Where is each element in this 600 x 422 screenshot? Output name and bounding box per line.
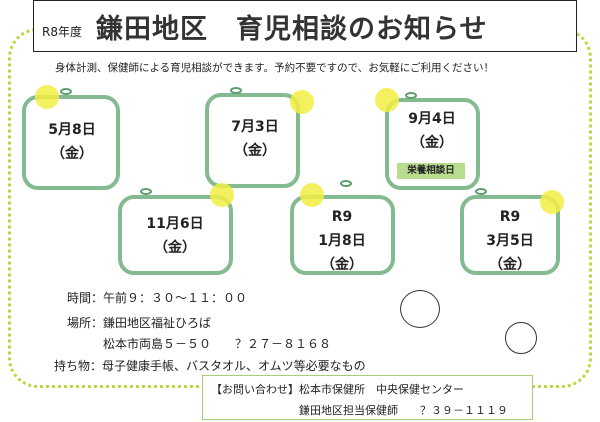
date-text: 5月8日 <box>48 122 96 138</box>
weekday-text: （金） <box>51 146 93 162</box>
date-november: 11月6日 （金） <box>125 212 225 260</box>
address: 松本市両島５－５０ ？２７－８１６８ <box>103 337 332 351</box>
contact-phone: 鎌田地区担当保健師 ？３９－１１１９ <box>299 404 508 417</box>
vine-frame <box>460 195 560 275</box>
vine-frame <box>290 195 395 275</box>
fiscal-year: R8年度 <box>42 24 82 39</box>
date-september: 9月4日 （金） <box>382 107 482 155</box>
intro-text: 身体計測、保健師による育児相談ができます。予約不要ですので、お気軽にご利用くださ… <box>55 62 495 74</box>
weekday-text: （金） <box>154 240 196 256</box>
flower-icon <box>290 90 314 114</box>
date-march: R9 3月5日 （金） <box>460 205 560 277</box>
flower-icon <box>540 190 564 214</box>
title-box: R8年度 鎌田地区 育児相談のお知らせ <box>33 0 577 52</box>
weekday-text: （金） <box>411 135 453 151</box>
leaf-icon <box>405 92 417 99</box>
date-july: 7月3日 （金） <box>205 115 305 163</box>
weekday-text: （金） <box>321 257 363 273</box>
page-title: 鎌田地区 育児相談のお知らせ <box>95 13 488 45</box>
vine-frame <box>22 95 120 190</box>
flower-icon <box>210 183 234 207</box>
place-label: 場所： <box>67 316 104 330</box>
date-text: 9月4日 <box>408 111 456 127</box>
date-text: 7月3日 <box>231 119 279 135</box>
leaf-icon <box>340 180 352 187</box>
date-text: 1月8日 <box>318 233 366 249</box>
items-label: 持ち物： <box>54 359 103 373</box>
weekday-text: （金） <box>489 257 531 273</box>
vine-frame <box>118 195 233 275</box>
vine-frame <box>385 98 480 190</box>
year-text: R9 <box>499 209 521 225</box>
baby-illustration <box>400 290 440 328</box>
contact-line: 【お問い合わせ】松本市保健所 中央保健センター <box>211 383 464 396</box>
leaf-icon <box>475 188 487 195</box>
vine-frame <box>205 93 300 188</box>
leaf-icon <box>60 88 72 95</box>
leaf-icon <box>140 188 152 195</box>
baby-illustration <box>505 322 537 354</box>
weekday-text: （金） <box>234 143 276 159</box>
date-january: R9 1月8日 （金） <box>292 205 392 277</box>
flower-icon <box>375 88 399 112</box>
time-label: 時間： <box>67 291 104 305</box>
place-row: 場所：鎌田地区福祉ひろば <box>67 314 211 331</box>
items-value: 母子健康手帳、バスタオル、オムツ等必要なもの <box>102 359 366 373</box>
flower-icon <box>300 183 324 207</box>
date-text: 11月6日 <box>146 216 204 232</box>
flower-icon <box>35 85 59 109</box>
date-text: 3月5日 <box>486 233 534 249</box>
time-row: 時間：午前９：３０～１１：００ <box>67 289 247 306</box>
time-value: 午前９：３０～１１：００ <box>103 291 248 305</box>
nutrition-consultation-badge: 栄養相談日 <box>397 163 465 179</box>
items-row: 持ち物：母子健康手帳、バスタオル、オムツ等必要なもの <box>54 357 366 374</box>
place-value: 鎌田地区福祉ひろば <box>103 316 212 330</box>
year-text: R9 <box>331 209 353 225</box>
leaf-icon <box>230 87 242 94</box>
contact-box: 【お問い合わせ】松本市保健所 中央保健センター 鎌田地区担当保健師 ？３９－１１… <box>202 375 533 420</box>
date-may: 5月8日 （金） <box>22 118 122 166</box>
